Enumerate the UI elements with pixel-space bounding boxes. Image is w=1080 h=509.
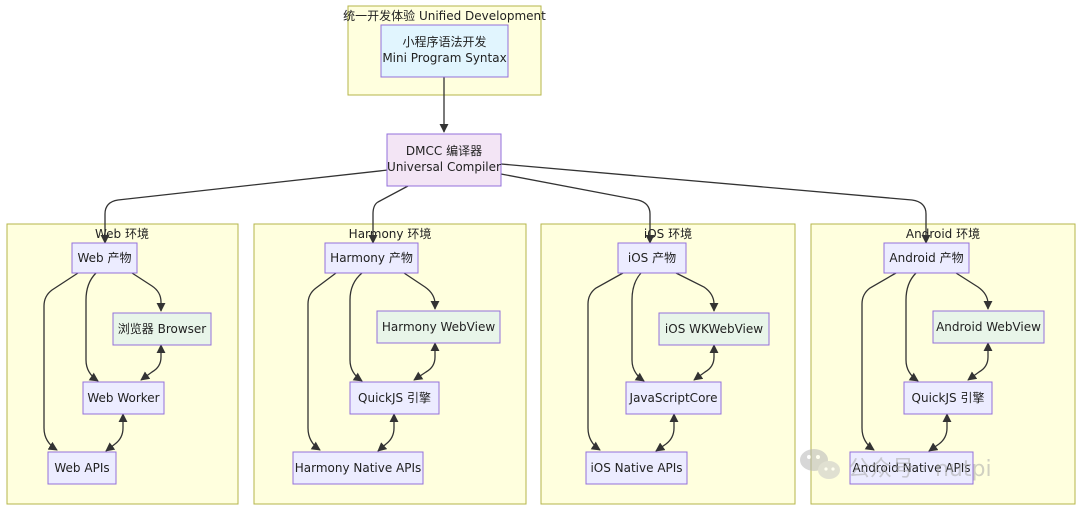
- cluster-android-environment-label: Android 环境: [906, 226, 980, 241]
- edge-harmony-quickjs-native: [377, 413, 399, 452]
- edge-harmony-artifact-to-webview: [403, 272, 440, 310]
- node-harmony-webview-label: Harmony WebView: [382, 320, 495, 334]
- node-android-quickjs-label: QuickJS 引擎: [912, 390, 985, 405]
- node-android-webview-label: Android WebView: [936, 320, 1041, 334]
- node-ios-native-apis[interactable]: iOS Native APIs: [585, 451, 688, 485]
- edge-browser-worker: [140, 344, 166, 381]
- edge-android-quickjs-native: [928, 413, 952, 452]
- edge-dmcc-to-harmony: [368, 185, 409, 244]
- node-android-webview[interactable]: Android WebView: [932, 310, 1045, 344]
- edges: [43, 77, 993, 452]
- edge-dmcc-to-web: [100, 169, 389, 244]
- wechat-icon: [800, 449, 840, 479]
- node-web-browser-label: 浏览器 Browser: [118, 321, 207, 336]
- node-dmcc-compiler-line2: Universal Compiler: [387, 160, 501, 174]
- cluster-web-environment-label: Web 环境: [95, 226, 149, 241]
- node-dmcc-compiler-line1: DMCC 编译器: [406, 143, 482, 158]
- node-harmony-artifact[interactable]: Harmony 产物: [324, 242, 419, 274]
- node-web-browser[interactable]: 浏览器 Browser: [112, 312, 212, 346]
- node-ios-wkwebview[interactable]: iOS WKWebView: [658, 312, 770, 346]
- node-web-worker-label: Web Worker: [87, 391, 159, 405]
- edge-android-webview-quickjs: [967, 342, 993, 381]
- node-android-native-apis[interactable]: Android Native APIs: [849, 451, 974, 485]
- node-ios-artifact[interactable]: iOS 产物: [617, 242, 687, 274]
- node-harmony-webview[interactable]: Harmony WebView: [376, 310, 501, 344]
- edge-dmcc-to-ios: [500, 173, 655, 244]
- edge-ios-jscore-native: [655, 413, 679, 452]
- edge-harmony-artifact-to-native: [307, 272, 337, 451]
- node-harmony-native-apis[interactable]: Harmony Native APIs: [292, 451, 424, 485]
- cluster-ios-environment-label: iOS 环境: [644, 226, 692, 241]
- edge-ios-artifact-to-webview: [675, 272, 719, 312]
- edge-android-artifact-to-quickjs: [905, 272, 919, 382]
- node-ios-javascriptcore-label: JavaScriptCore: [629, 391, 718, 405]
- node-mini-program-syntax[interactable]: 小程序语法开发 Mini Program Syntax: [380, 24, 509, 78]
- node-ios-wkwebview-label: iOS WKWebView: [665, 322, 763, 336]
- node-web-artifact[interactable]: Web 产物: [71, 242, 138, 274]
- node-mini-program-syntax-line1: 小程序语法开发: [402, 34, 486, 49]
- edge-android-artifact-to-native: [861, 272, 897, 451]
- watermark-text: 公众号 · nutpi: [848, 457, 992, 482]
- node-harmony-native-apis-label: Harmony Native APIs: [295, 461, 422, 475]
- node-harmony-quickjs-label: QuickJS 引擎: [358, 390, 431, 405]
- edge-ios-webview-jscore: [693, 344, 719, 381]
- edge-ios-artifact-to-native: [587, 272, 624, 451]
- node-harmony-artifact-label: Harmony 产物: [330, 251, 413, 265]
- node-web-apis[interactable]: Web APIs: [47, 451, 117, 485]
- edge-dmcc-to-android: [500, 163, 931, 244]
- node-mini-program-syntax-line2: Mini Program Syntax: [382, 51, 506, 65]
- node-web-apis-label: Web APIs: [54, 461, 109, 475]
- edge-android-artifact-to-webview: [955, 272, 993, 310]
- node-dmcc-compiler[interactable]: DMCC 编译器 Universal Compiler: [386, 133, 502, 187]
- cluster-unified-development-label: 统一开发体验 Unified Development: [343, 8, 546, 23]
- node-android-native-apis-label: Android Native APIs: [852, 461, 970, 475]
- edge-harmony-artifact-to-quickjs: [349, 272, 363, 382]
- node-ios-artifact-label: iOS 产物: [628, 251, 676, 265]
- node-web-worker[interactable]: Web Worker: [82, 381, 165, 415]
- edge-ios-artifact-to-jscore: [631, 272, 645, 382]
- cluster-harmony-environment-label: Harmony 环境: [349, 226, 432, 241]
- node-ios-native-apis-label: iOS Native APIs: [590, 461, 682, 475]
- node-android-artifact-label: Android 产物: [889, 251, 963, 265]
- edge-web-artifact-to-worker: [85, 272, 99, 382]
- node-android-quickjs[interactable]: QuickJS 引擎: [903, 381, 993, 415]
- edge-web-artifact-to-browser: [131, 272, 166, 312]
- node-harmony-quickjs[interactable]: QuickJS 引擎: [349, 381, 440, 415]
- watermark: 公众号 · nutpi: [800, 449, 992, 482]
- node-ios-javascriptcore[interactable]: JavaScriptCore: [625, 381, 722, 415]
- node-android-artifact[interactable]: Android 产物: [883, 242, 970, 274]
- edge-worker-apis: [105, 413, 128, 452]
- edge-harmony-webview-quickjs: [413, 342, 440, 381]
- edge-web-artifact-to-apis: [43, 272, 79, 451]
- node-web-artifact-label: Web 产物: [78, 251, 132, 265]
